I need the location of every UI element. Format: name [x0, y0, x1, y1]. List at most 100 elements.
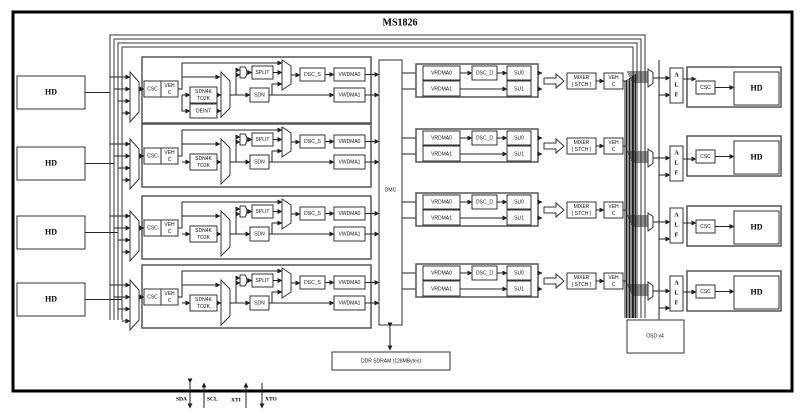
vehc-label: C	[168, 90, 172, 96]
su0-label: SU0	[514, 199, 524, 205]
dmc-label: DMC	[385, 187, 397, 193]
out-csc-label: CSC	[700, 289, 711, 295]
split-select-gate	[239, 205, 248, 218]
su0-block	[506, 65, 532, 81]
split-label: SPLIT	[256, 278, 270, 284]
hd-input-label: HD	[45, 87, 57, 96]
sdn4k-label: TO2K	[197, 163, 211, 169]
alf-label: L	[674, 160, 678, 166]
scaler-select-mux	[220, 278, 231, 327]
mixer-label: MIXER	[574, 275, 590, 281]
alf-label: A	[674, 72, 679, 78]
dsc-d-label: DSC_D	[476, 270, 493, 276]
vehc-label: C	[168, 229, 172, 235]
sdn4k-label: SDN4K	[195, 89, 212, 95]
csc-label: CSC	[147, 294, 158, 300]
alf-label: F	[675, 232, 679, 238]
mixer-label: ( STCH )	[572, 82, 592, 88]
csc-label: CSC	[147, 225, 158, 231]
alf-label: F	[675, 300, 679, 306]
sdn-to-mux	[269, 148, 283, 163]
csc-label: CSC	[147, 86, 158, 92]
vehc-label: C	[168, 298, 172, 304]
dsc-s-label: DSC_S	[304, 72, 321, 78]
vwdma0-label: VWDMA0	[339, 139, 361, 145]
out-csc-label: CSC	[700, 224, 711, 230]
pin-xto: XTO	[265, 396, 278, 402]
vwdma1-label: VWDMA1	[339, 231, 361, 237]
vehc-label: C	[168, 157, 172, 163]
sdn4k-label: SDN4K	[195, 228, 212, 234]
bypass-line	[178, 127, 283, 157]
input-select-mux	[129, 137, 140, 191]
dsc-s-label: DSC_S	[304, 211, 321, 217]
bypass-line	[178, 268, 283, 298]
vehc-label: VEH	[164, 291, 175, 297]
sdn-to-mux	[269, 220, 283, 235]
stream-arrow-icon	[543, 137, 565, 155]
deint-label: DEINT	[196, 108, 211, 114]
sdn4k-label: SDN4K	[195, 156, 212, 162]
hd-output-2	[733, 140, 780, 175]
sdn-label: SDN	[254, 159, 265, 165]
mixer-label: ( STCH )	[572, 147, 592, 153]
su0-label: SU0	[514, 270, 524, 276]
vehc-label: VEH	[608, 204, 619, 210]
su1-label: SU1	[514, 215, 524, 221]
chip-boundary	[11, 10, 794, 393]
pin-sda: SDA	[176, 396, 187, 402]
vehc-label: VEH	[164, 83, 175, 89]
sdn-to-mux	[269, 81, 283, 96]
hd-output-3	[733, 210, 780, 245]
su1-block	[506, 280, 532, 297]
sdn4k-label: TO2K	[197, 96, 211, 102]
pin-scl: SCL	[207, 396, 218, 402]
vrdma1-label: VRDMA1	[431, 151, 452, 157]
bypass-line	[178, 60, 283, 90]
input-select-mux	[129, 278, 140, 332]
vehc-label: C	[612, 211, 616, 217]
su1-block	[506, 80, 532, 97]
stream-arrow-icon	[543, 272, 565, 290]
alf-block	[669, 67, 684, 104]
sdn4k-label: SDN4K	[195, 297, 212, 303]
vrdma0-label: VRDMA0	[431, 135, 452, 141]
output-select-mux	[647, 212, 654, 232]
hd-output-label: HD	[751, 222, 763, 231]
scaler-select-mux	[220, 137, 231, 186]
out-csc-label: CSC	[700, 154, 711, 160]
su0-label: SU0	[514, 135, 524, 141]
vrdma0-label: VRDMA0	[431, 270, 452, 276]
vehc-label: C	[612, 147, 616, 153]
vwdma1-label: VWDMA1	[339, 159, 361, 165]
hd-input-1	[16, 75, 86, 110]
to-split-mux	[230, 67, 241, 96]
mixer-label: MIXER	[574, 140, 590, 146]
su0-label: SU0	[514, 70, 524, 76]
alf-block	[669, 207, 684, 244]
vehc-label: C	[612, 282, 616, 288]
bypass-line	[178, 199, 283, 229]
vehc-label: VEH	[608, 275, 619, 281]
su0-block	[506, 265, 532, 281]
vwdma0-label: VWDMA0	[339, 72, 361, 78]
chip-title: MS1826	[383, 17, 418, 28]
osd-label: OSD x4	[646, 333, 664, 339]
to-split-mux	[230, 275, 241, 304]
hd-output-4	[733, 275, 780, 310]
alf-block	[669, 145, 684, 182]
input-select-mux	[129, 70, 140, 124]
to-deint	[181, 95, 191, 114]
alf-block	[669, 275, 684, 312]
vrdma1-label: VRDMA1	[431, 215, 452, 221]
alf-label: F	[675, 170, 679, 176]
out-csc-label: CSC	[700, 85, 711, 91]
